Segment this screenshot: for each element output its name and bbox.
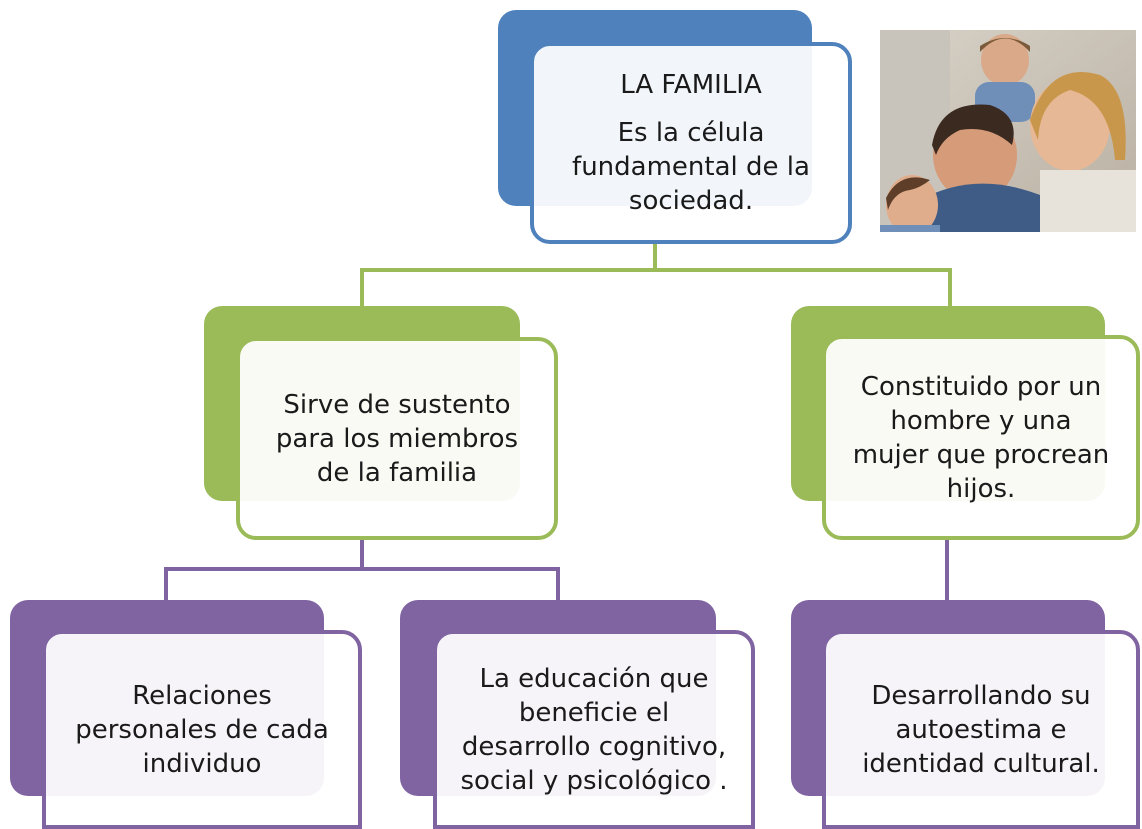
relations-line-1: Relaciones — [132, 680, 272, 711]
relations-node: Relaciones personales de cada individuo — [42, 630, 362, 829]
support-node: Sirve de sustento para los miembros de l… — [236, 337, 558, 540]
composition-line-1: Constituido por un — [860, 371, 1102, 402]
selfesteem-line-2: autoestima e — [895, 714, 1067, 745]
composition-node: Constituido por un hombre y una mujer qu… — [822, 335, 1140, 540]
support-line-3: de la familia — [316, 457, 478, 488]
root-node: LA FAMILIA Es la célula fundamental de l… — [530, 42, 852, 244]
composition-line-2: hombre y una — [890, 405, 1072, 436]
education-line-1: La educación que — [479, 663, 709, 694]
root-line-3: sociedad. — [628, 186, 754, 216]
root-title: LA FAMILIA — [620, 70, 762, 100]
selfesteem-line-1: Desarrollando su — [871, 680, 1091, 711]
composition-line-3: mujer que procrean — [852, 439, 1110, 470]
education-node: La educación que beneficie el desarrollo… — [433, 630, 755, 829]
support-line-2: para los miembros — [275, 423, 519, 454]
education-line-2: beneficie el — [518, 697, 670, 728]
education-line-4: social y psicológico . — [460, 765, 728, 796]
education-line-3: desarrollo cognitivo, — [461, 731, 727, 762]
relations-line-2: personales de cada — [75, 714, 329, 745]
selfesteem-line-3: identidad cultural. — [862, 748, 1100, 779]
root-line-1: Es la célula — [617, 118, 765, 148]
support-line-1: Sirve de sustento — [283, 389, 511, 420]
family-photo — [880, 30, 1136, 232]
selfesteem-node: Desarrollando su autoestima e identidad … — [822, 630, 1140, 829]
composition-line-4: hijos. — [946, 473, 1016, 504]
relations-line-3: individuo — [142, 748, 262, 779]
root-line-2: fundamental de la — [572, 152, 810, 182]
